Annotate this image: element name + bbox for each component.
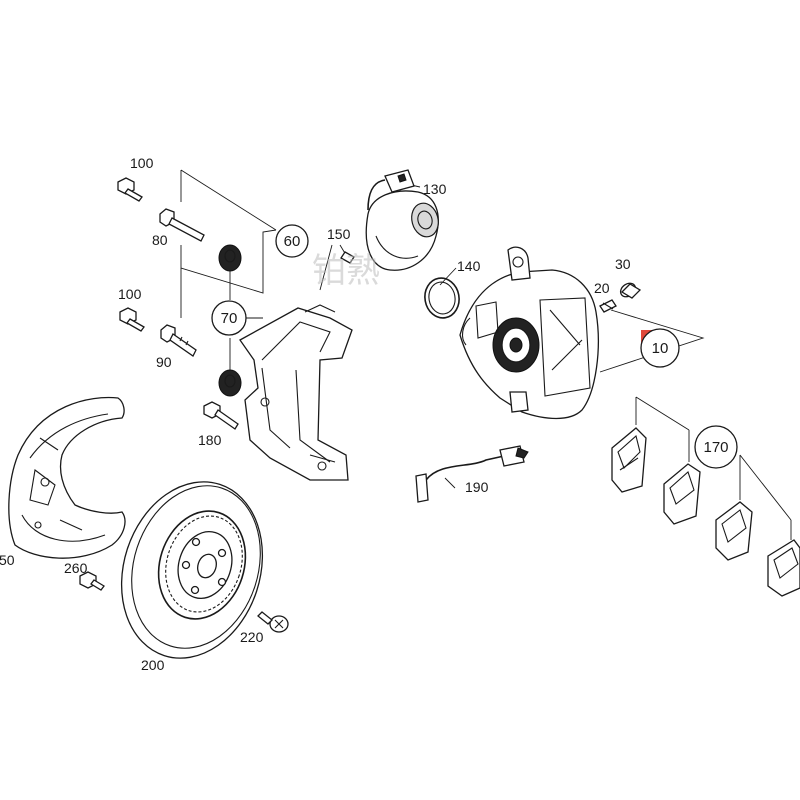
- bolt-180: [203, 401, 239, 430]
- callout-circle-60: 60: [275, 224, 309, 258]
- wear-sensor: [415, 445, 529, 503]
- bolt-90: [160, 324, 197, 357]
- label-190: 190: [465, 479, 489, 495]
- parking-brake-motor: [365, 169, 439, 271]
- label-180: 180: [198, 432, 222, 448]
- label-140: 140: [457, 258, 481, 274]
- bolt-100-upper: [117, 177, 143, 202]
- bolt-220: [257, 611, 289, 633]
- brake-pad-1: [611, 427, 647, 493]
- callout-circle-70: 70: [211, 300, 247, 336]
- label-50: 50: [0, 552, 15, 568]
- watermark-text: 铂熟: [312, 251, 380, 291]
- brake-pad-2: [663, 463, 701, 525]
- brake-pad-4: [767, 539, 800, 597]
- callout-170-label: 170: [703, 439, 728, 456]
- callout-circle-170: 170: [694, 425, 738, 469]
- bolt-80: [159, 208, 205, 242]
- label-130: 130: [423, 181, 447, 197]
- brake-caliper: [459, 246, 599, 420]
- brake-dust-shield: [8, 396, 126, 559]
- o-ring: [424, 277, 460, 319]
- callout-70-label: 70: [221, 310, 238, 327]
- label-100-upper: 100: [130, 155, 154, 171]
- label-80: 80: [152, 232, 168, 248]
- label-260: 260: [64, 560, 88, 576]
- callout-10-label: 10: [652, 340, 669, 357]
- bleeder-cap: [619, 282, 642, 299]
- label-220: 220: [240, 629, 264, 645]
- label-150: 150: [327, 226, 351, 242]
- caliper-carrier-bracket: [239, 304, 353, 481]
- bushing-upper: [218, 244, 242, 272]
- brake-pad-3: [715, 501, 753, 561]
- callout-60-label: 60: [284, 233, 301, 250]
- bushing-lower: [218, 369, 242, 397]
- label-200: 200: [141, 657, 165, 673]
- bleeder-screw: [599, 299, 617, 313]
- label-20: 20: [594, 280, 610, 296]
- leader-lines: [180, 169, 792, 540]
- guide-pin: [340, 251, 355, 264]
- brake-disc-rotor: [120, 481, 264, 659]
- label-100-lower: 100: [118, 286, 142, 302]
- bolt-260: [79, 571, 105, 591]
- callout-circle-10: 10: [640, 328, 680, 368]
- bolt-100-lower: [119, 307, 145, 332]
- label-30: 30: [615, 256, 631, 272]
- label-90: 90: [156, 354, 172, 370]
